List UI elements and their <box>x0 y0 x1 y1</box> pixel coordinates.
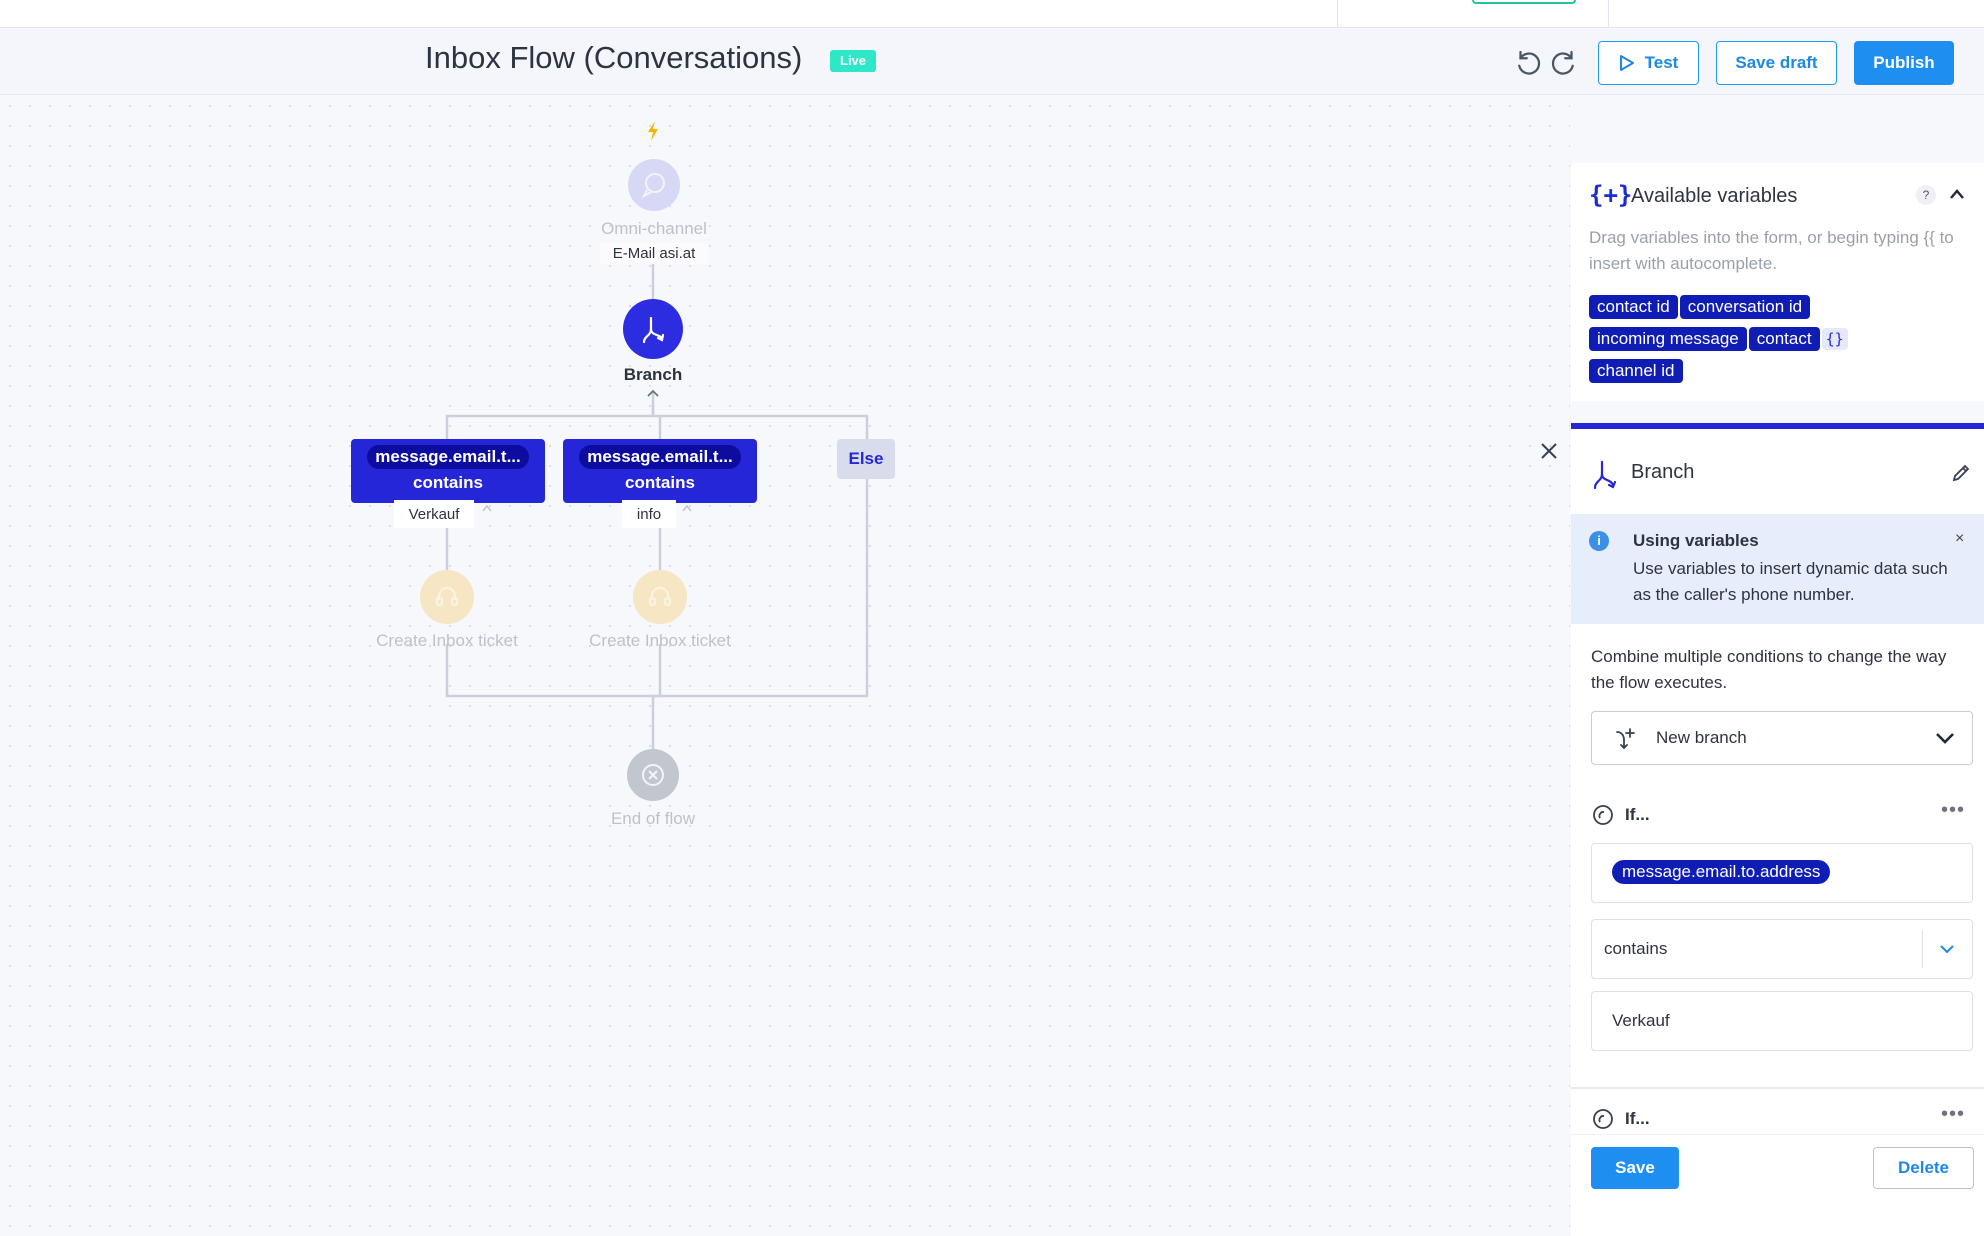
available-variables-panel: {+} Available variables ? Drag variables… <box>1571 163 1984 401</box>
condition-value-1: Verkauf <box>394 500 474 528</box>
if-label: If... <box>1625 805 1650 824</box>
variable-chip[interactable]: contact <box>1748 327 1820 351</box>
delete-button[interactable]: Delete <box>1873 1147 1974 1189</box>
divider <box>1337 0 1338 28</box>
pencil-icon[interactable] <box>1951 463 1971 483</box>
play-icon <box>1619 55 1634 71</box>
variable-chip[interactable]: conversation id <box>1679 295 1811 319</box>
branch-icon <box>1593 460 1617 490</box>
object-expand-icon[interactable]: {} <box>1821 328 1848 350</box>
else-card[interactable]: Else <box>837 439 895 479</box>
condition-operator: contains <box>413 473 483 492</box>
branch-settings-panel: Branch i Using variables Use variables t… <box>1571 423 1984 1236</box>
info-icon: i <box>1589 531 1609 551</box>
condition-variable-field[interactable]: message.email.to.address <box>1591 843 1973 903</box>
test-button-label: Test <box>1644 53 1679 72</box>
flow-canvas[interactable]: Omni-channel E-Mail asi.at Branch messag… <box>0 96 1570 1236</box>
divider <box>1922 930 1923 968</box>
omni-channel-node[interactable] <box>628 159 680 211</box>
condition-icon <box>1593 805 1613 825</box>
chat-bubble-icon <box>641 173 665 199</box>
live-badge: Live <box>830 50 877 72</box>
panel-footer: Save Delete <box>1571 1134 1984 1236</box>
collapse-caret-icon[interactable] <box>645 388 661 398</box>
variables-braces-icon: {+} <box>1589 181 1633 209</box>
new-branch-label: New branch <box>1656 728 1747 747</box>
headset-icon <box>648 586 672 607</box>
close-icon[interactable]: × <box>1955 530 1965 547</box>
add-branch-icon <box>1616 728 1635 750</box>
undo-icon[interactable] <box>1513 47 1543 77</box>
create-ticket-node-2[interactable] <box>633 570 687 624</box>
info-callout: i Using variables Use variables to inser… <box>1571 514 1984 624</box>
branch-node[interactable] <box>623 299 683 359</box>
caret-up-icon[interactable] <box>481 504 493 512</box>
if-condition-header: If... ••• <box>1591 799 1973 829</box>
operator-value: contains <box>1604 939 1668 958</box>
caret-up-icon[interactable] <box>681 504 693 512</box>
branch-panel-title: Branch <box>1631 461 1695 483</box>
variables-panel-title: Available variables <box>1631 185 1798 207</box>
branch-title: Branch <box>623 365 683 384</box>
if-condition-header: If... ••• <box>1591 1103 1973 1133</box>
publish-button[interactable]: Publish <box>1854 41 1954 85</box>
lightning-icon <box>648 121 658 141</box>
condition-variable: message.email.t... <box>367 445 529 469</box>
top-strip-pill[interactable] <box>1472 0 1576 4</box>
variable-chip[interactable]: channel id <box>1589 359 1683 383</box>
close-circle-icon <box>642 764 664 786</box>
end-of-flow-label: End of flow <box>610 809 696 828</box>
create-ticket-node-1[interactable] <box>420 570 474 624</box>
headset-icon <box>435 586 459 607</box>
divider <box>1608 0 1609 28</box>
operator-select[interactable]: contains <box>1591 919 1973 979</box>
help-icon[interactable]: ? <box>1916 185 1936 205</box>
variables-description: Drag variables into the form, or begin t… <box>1589 228 1954 273</box>
variable-chip[interactable]: incoming message <box>1589 327 1747 351</box>
flow-header: Inbox Flow (Conversations) Live Test Sav… <box>0 29 1984 95</box>
condition-card-2[interactable]: message.email.t... contains <box>563 439 757 503</box>
chevron-up-icon[interactable] <box>1948 187 1966 201</box>
top-strip <box>0 0 1984 28</box>
variable-chip[interactable]: message.email.to.address <box>1612 860 1831 884</box>
divider <box>1571 1087 1984 1089</box>
omni-channel-subtitle: E-Mail asi.at <box>600 243 708 264</box>
test-button[interactable]: Test <box>1598 41 1699 85</box>
chevron-down-icon <box>1940 945 1954 954</box>
branch-description: Combine multiple conditions to change th… <box>1591 647 1947 692</box>
if-label: If... <box>1625 1109 1650 1128</box>
condition-operator: contains <box>625 473 695 492</box>
condition-value-input[interactable]: Verkauf <box>1591 991 1973 1051</box>
info-text: Use variables to insert dynamic data suc… <box>1633 559 1948 604</box>
more-options-icon[interactable]: ••• <box>1941 799 1966 821</box>
more-options-icon[interactable]: ••• <box>1941 1103 1966 1125</box>
create-ticket-label-2: Create Inbox ticket <box>589 631 731 650</box>
info-title: Using variables <box>1633 531 1759 550</box>
end-of-flow-node[interactable] <box>627 749 679 801</box>
page-title: Inbox Flow (Conversations) <box>425 40 803 75</box>
branch-icon <box>642 316 665 344</box>
condition-icon <box>1593 1109 1613 1129</box>
variable-chip[interactable]: contact id <box>1589 295 1678 319</box>
condition-value-2: info <box>622 500 676 528</box>
chevron-down-icon <box>1936 733 1954 744</box>
condition-value-text: Verkauf <box>1612 1011 1670 1030</box>
create-ticket-label-1: Create Inbox ticket <box>376 631 518 650</box>
save-draft-button[interactable]: Save draft <box>1716 41 1837 85</box>
condition-card-1[interactable]: message.email.t... contains <box>351 439 545 503</box>
save-button[interactable]: Save <box>1591 1147 1679 1189</box>
flow-connectors <box>445 264 869 749</box>
condition-variable: message.email.t... <box>579 445 741 469</box>
omni-channel-title: Omni-channel <box>601 219 707 238</box>
redo-icon[interactable] <box>1549 47 1579 77</box>
close-icon[interactable] <box>1538 440 1560 462</box>
new-branch-dropdown[interactable]: New branch <box>1591 711 1973 765</box>
